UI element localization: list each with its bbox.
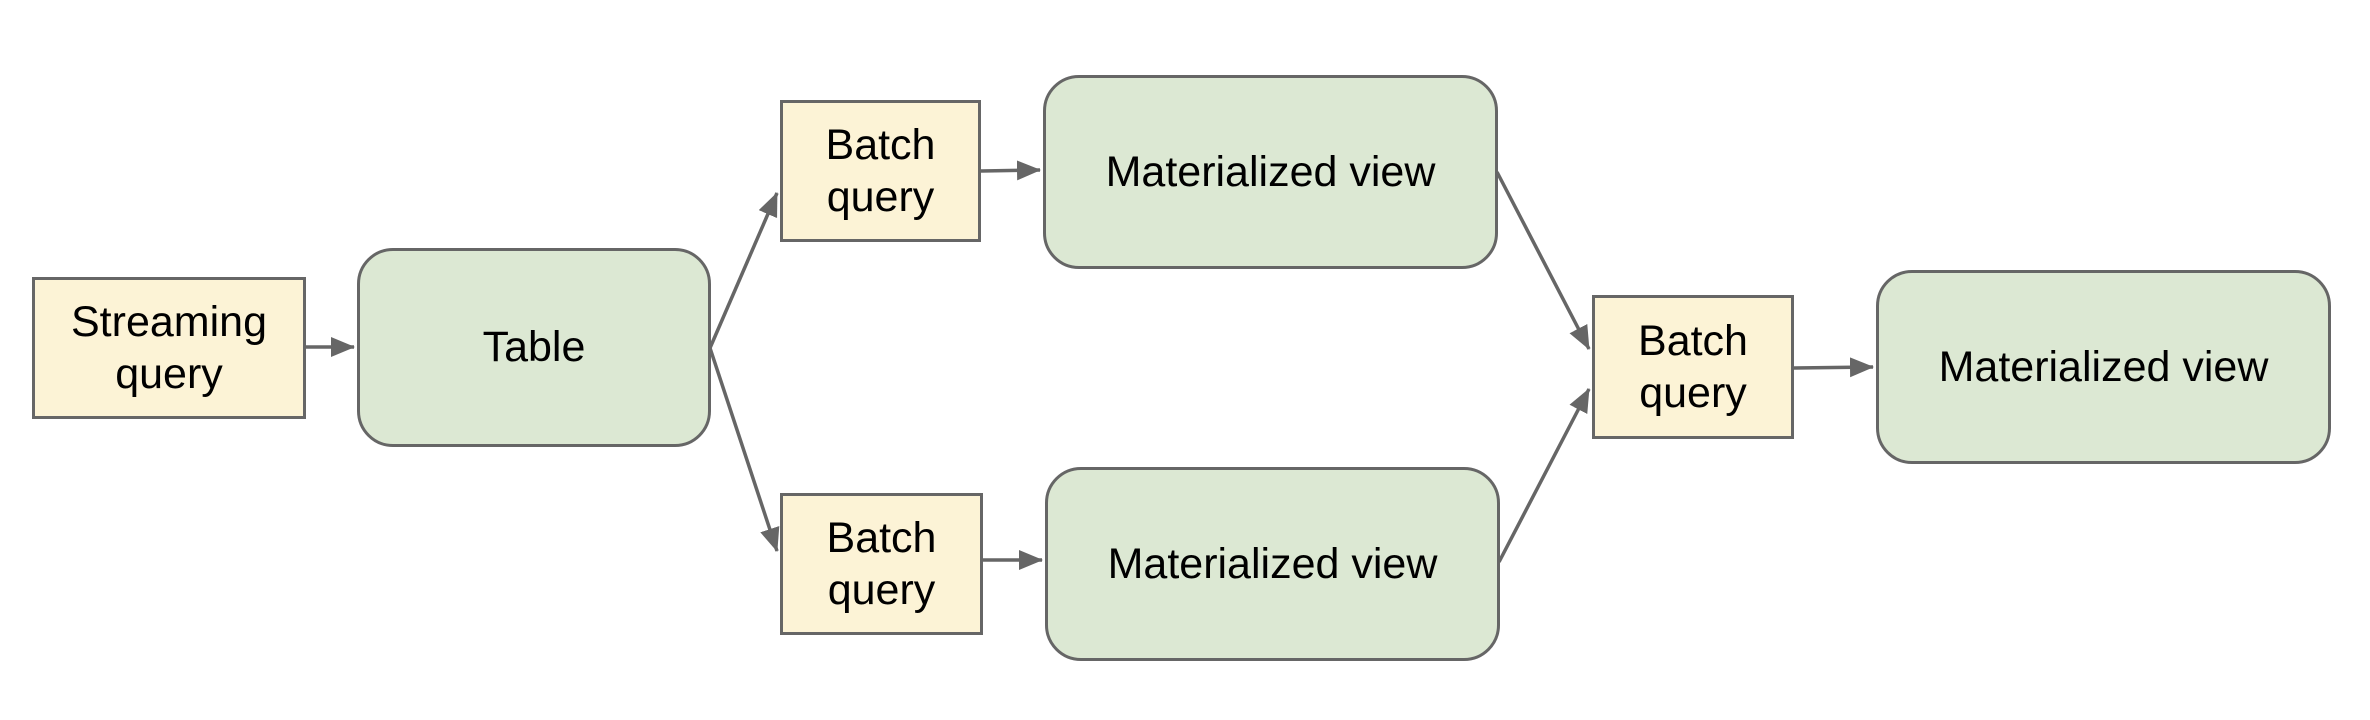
edge-batch-query-center-to-materialized-view-final	[1793, 357, 1874, 378]
node-batch-query-center-label: Batch query	[1638, 316, 1748, 417]
node-table: Table	[357, 248, 711, 447]
node-materialized-view-top: Materialized view	[1043, 75, 1498, 269]
node-materialized-view-bottom: Materialized view	[1045, 467, 1500, 661]
node-batch-query-top: Batch query	[780, 100, 981, 242]
node-streaming-query: Streaming query	[32, 277, 306, 419]
edge-table-to-batch-query-bottom	[708, 347, 780, 552]
node-materialized-view-bottom-label: Materialized view	[1107, 539, 1438, 588]
edge-materialized-view-bottom-to-batch-query-center	[1497, 388, 1591, 563]
node-batch-query-top-label: Batch query	[825, 120, 936, 221]
node-materialized-view-final: Materialized view	[1876, 270, 2331, 464]
node-materialized-view-top-label: Materialized view	[1105, 147, 1436, 196]
node-batch-query-center: Batch query	[1592, 295, 1794, 439]
node-batch-query-bottom: Batch query	[780, 493, 983, 635]
edge-table-to-batch-query-top	[708, 192, 779, 349]
edge-batch-query-top-to-materialized-view-top	[980, 160, 1041, 181]
node-batch-query-bottom-label: Batch query	[826, 513, 937, 614]
node-materialized-view-final-label: Materialized view	[1938, 342, 2269, 391]
node-table-label: Table	[482, 323, 586, 372]
node-streaming-query-label: Streaming query	[71, 297, 267, 398]
edge-materialized-view-top-to-batch-query-center	[1495, 171, 1591, 350]
